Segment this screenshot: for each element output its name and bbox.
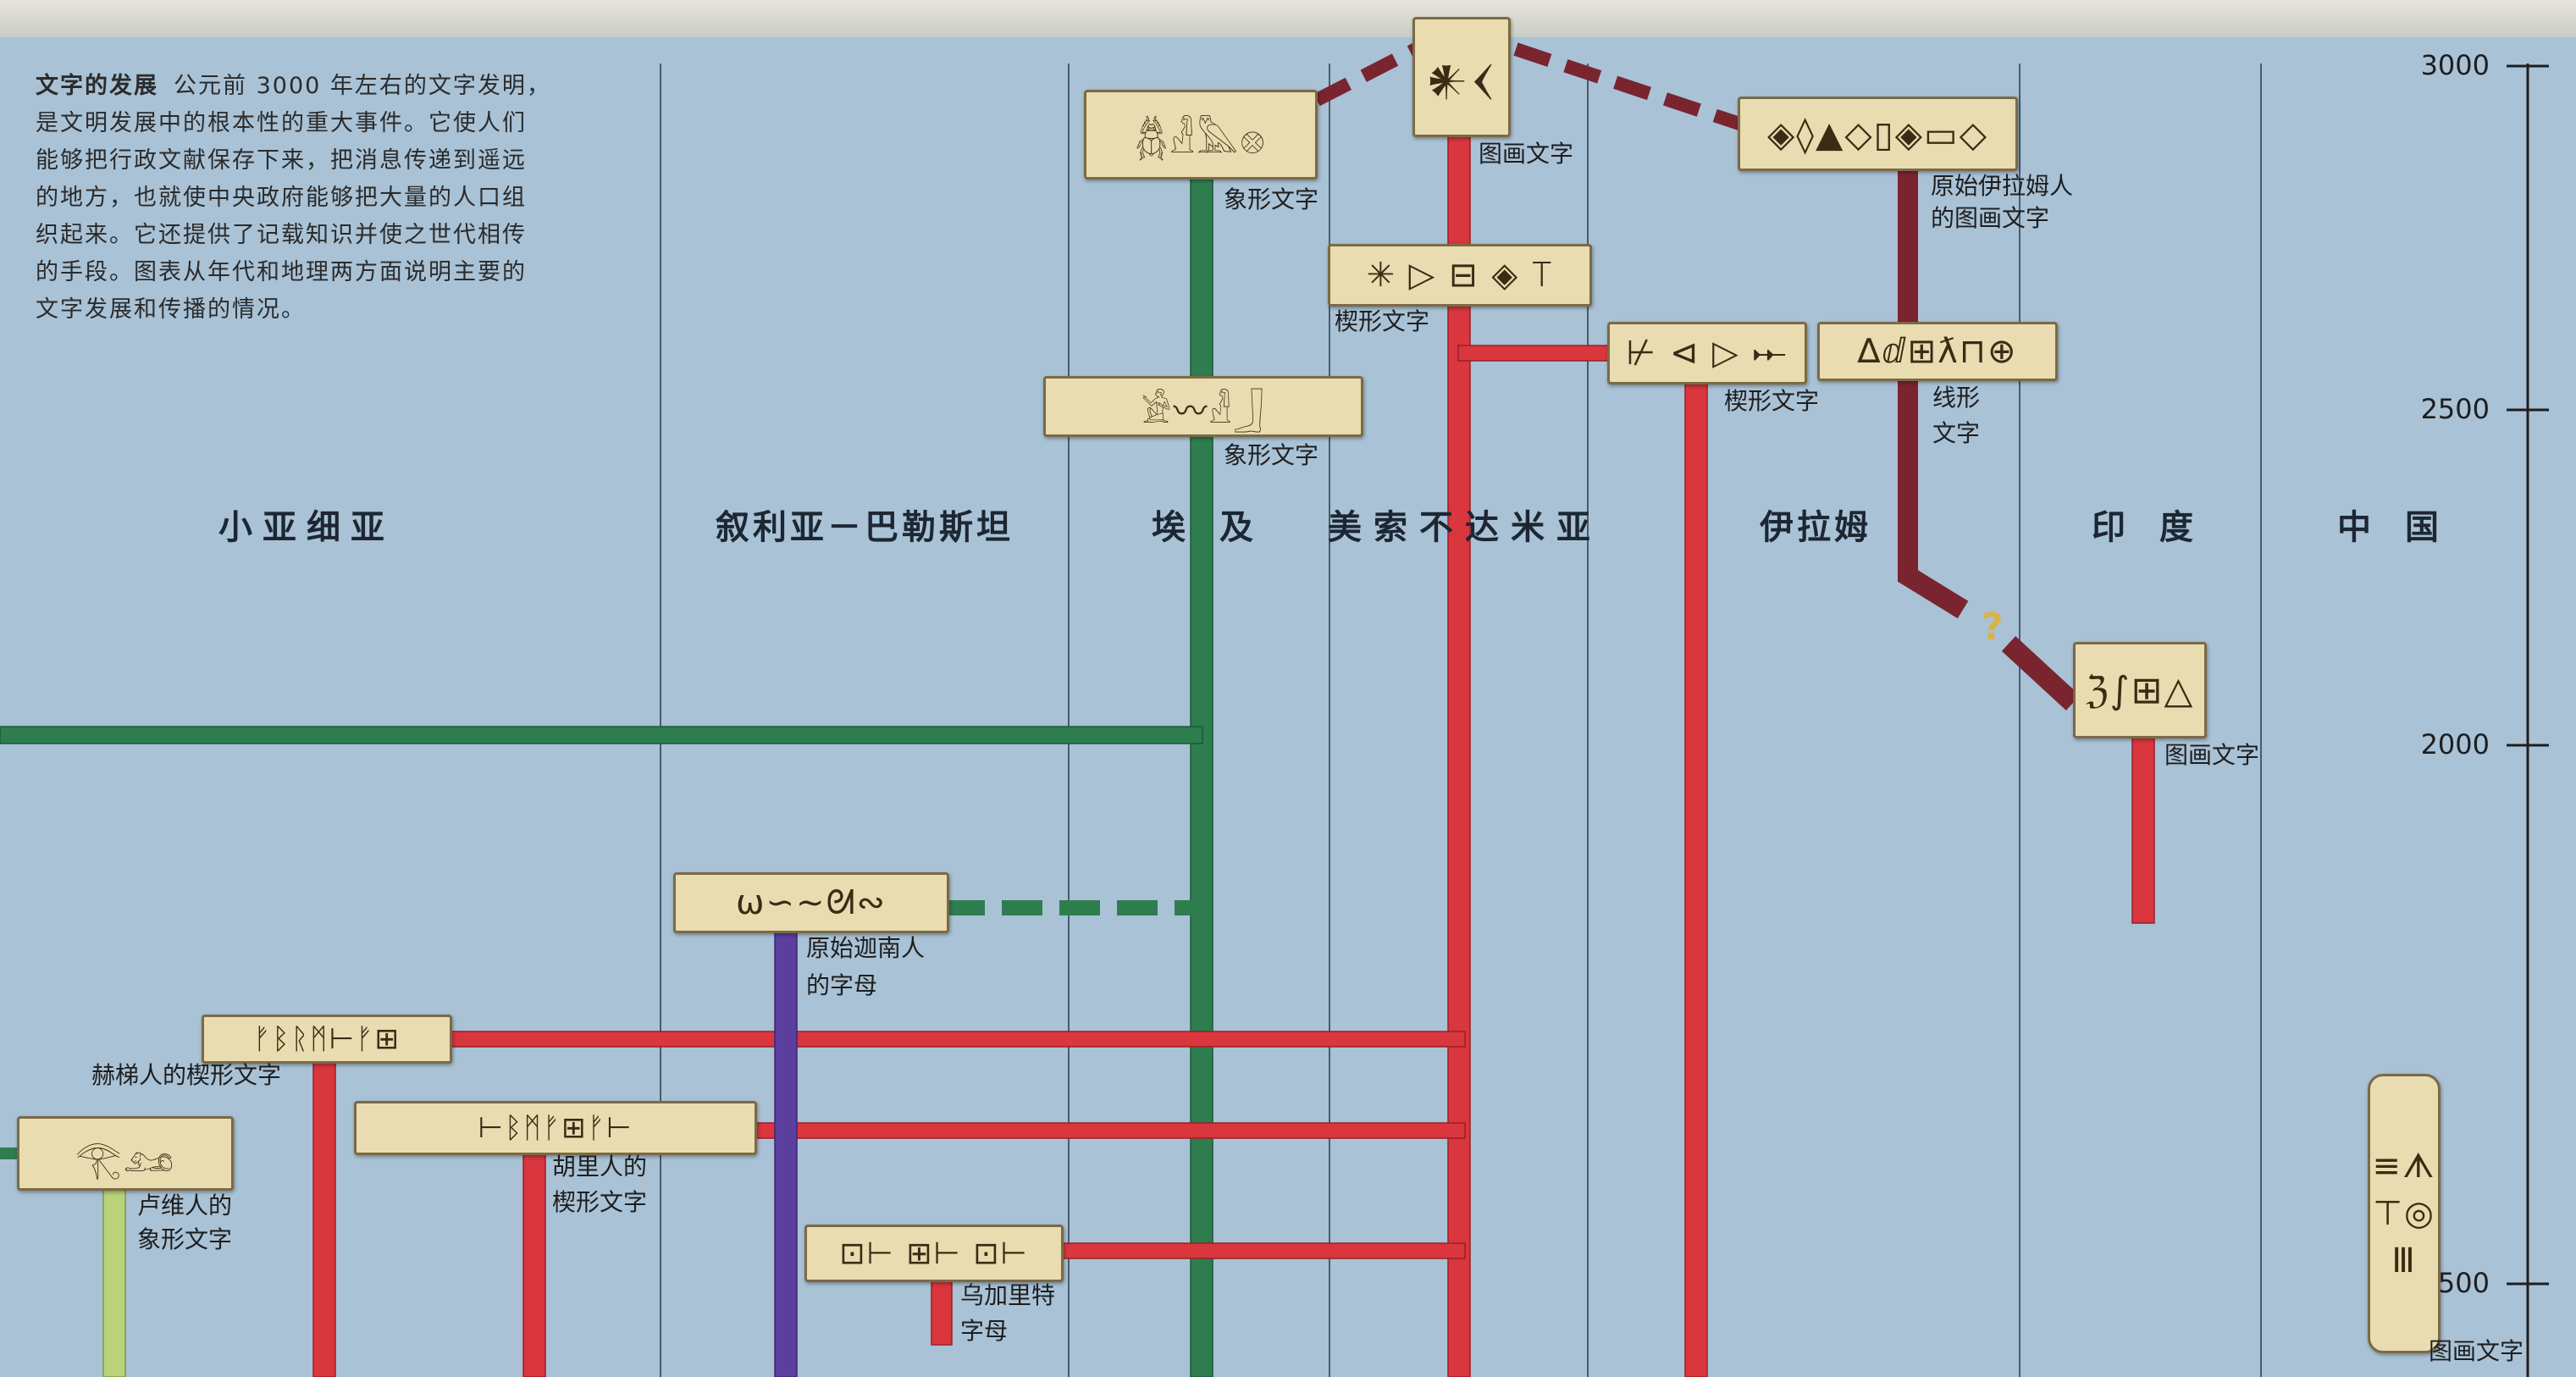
meso-branch-elam <box>1457 345 1628 362</box>
meso-branch-ugarit <box>1041 1242 1466 1259</box>
label-egypt-pictographic-2: 象形文字 <box>1224 441 1319 469</box>
top-band <box>0 0 2576 37</box>
label-egypt-pictographic: 象形文字 <box>1224 185 1319 213</box>
region-china: 中国 <box>2337 508 2473 547</box>
ugarit-line <box>931 1276 953 1346</box>
intro-line-4: 的地方，也就使中央政府能够把大量的人口组 <box>36 185 527 211</box>
tablet-india-picture: ℨ∫⊞△ <box>2073 642 2207 738</box>
intro-line-3: 能够把行政文献保存下来，把消息传递到遥远 <box>36 147 527 174</box>
canaanite-line <box>774 927 798 1377</box>
intro-line-6: 的手段。图表从年代和地理两方面说明主要的 <box>36 259 527 285</box>
intro-line-2: 是文明发展中的根本性的重大事件。它使人们 <box>36 110 527 136</box>
intro-line-5: 织起来。它还提供了记载知识并使之世代相传 <box>36 222 527 248</box>
dashed-egypt-meso <box>1313 42 1419 107</box>
tablet-proto-elamite: ◈◊▲◇▯◈▭◇ <box>1738 97 2018 171</box>
label-meso-picture: 图画文字 <box>1479 140 1574 168</box>
label-proto-elamite-2: 的图画文字 <box>1931 204 2050 232</box>
label-luwian-1: 卢维人的 <box>137 1192 233 1219</box>
tick-label-2000: 2000 <box>2420 728 2490 760</box>
tablet-egypt-pictographic: 𓆣𓁐𓅓𓊖 <box>1084 90 1318 180</box>
elam-cuneiform-line <box>1684 379 1708 1377</box>
egypt-line <box>1190 169 1213 1377</box>
label-luwian-2: 象形文字 <box>137 1225 233 1253</box>
tablet-meso-picture: 𒀭𒌋 <box>1412 17 1511 137</box>
question-mark: ? <box>1982 606 2004 649</box>
tick-label-3000: 3000 <box>2420 49 2490 81</box>
intro-line-1: 文字的发展公元前 3000 年左右的文字发明， <box>36 73 551 99</box>
intro-title: 文字的发展 <box>36 73 158 99</box>
luwian-line <box>102 1185 126 1377</box>
dashed-meso-elam <box>1513 42 1747 132</box>
label-ugarit-2: 字母 <box>960 1317 1009 1345</box>
tablet-ugarit-alphabet: ⊡⊢ ⊞⊢ ⊡⊢ <box>804 1225 1064 1282</box>
region-egypt: 埃及 <box>1152 508 1287 547</box>
tablet-hurrian-cuneiform: ⊢ᛒᛗᚠ⊞ᚠ⊢ <box>354 1101 757 1155</box>
intro-line-7: 文字发展和传播的情况。 <box>36 296 306 323</box>
label-hurrian-1: 胡里人的 <box>552 1153 648 1181</box>
tablet-hittite-cuneiform: ᚠᛒᚱᛗ⊢ᚠ⊞ <box>202 1015 452 1064</box>
meso-branch-hittite <box>423 1031 1466 1048</box>
tablet-linear-script: ∆ⅆ⊞ƛ⊓⊕ <box>1817 322 2058 381</box>
region-syria-palestine: 叙利亚－巴勒斯坦 <box>716 508 1014 547</box>
egypt-branch-west <box>0 726 1203 744</box>
label-elam-cuneiform: 楔形文字 <box>1724 387 1820 415</box>
hurrian-line <box>522 1149 546 1377</box>
region-asia-minor: 小亚细亚 <box>218 508 395 547</box>
label-china-picture: 图画文字 <box>2429 1337 2524 1365</box>
hittite-line <box>312 1058 336 1377</box>
luwian-stub <box>0 1148 20 1159</box>
meso-branch-hurrian <box>744 1122 1466 1139</box>
tablet-china-picture: ≡ᗑ⊤◎Ⅲ <box>2368 1074 2441 1353</box>
label-meso-cuneiform: 楔形文字 <box>1335 307 1430 335</box>
tablet-meso-cuneiform: ✳ ▷ ⊟ ◈ ⟙ <box>1328 244 1592 307</box>
linear-line <box>1898 165 1969 619</box>
label-canaanite-2: 的字母 <box>806 971 878 999</box>
label-linear-1: 线形 <box>1932 384 1981 412</box>
tick-label-2500: 2500 <box>2420 393 2490 425</box>
tablet-elam-cuneiform: ⊬ ⊲ ▷ 𐎀 <box>1607 322 1807 384</box>
region-india: 印度 <box>2092 508 2227 547</box>
tablet-egypt-pictographic-2: 𓀀〰𓁐𓃀 <box>1043 376 1363 437</box>
label-canaanite-1: 原始迦南人 <box>806 934 926 962</box>
mesopotamia-line <box>1447 135 1471 1377</box>
label-linear-2: 文字 <box>1932 419 1981 447</box>
tablet-luwian-hieroglyph: 𓂀𓃭 <box>17 1116 234 1191</box>
label-hittite: 赫梯人的楔形文字 <box>91 1061 282 1089</box>
label-hurrian-2: 楔形文字 <box>552 1188 648 1216</box>
intro-paragraph: 文字的发展公元前 3000 年左右的文字发明， 是文明发展中的根本性的重大事件。… <box>36 68 586 329</box>
linear-line-india <box>2001 636 2081 711</box>
region-mesopotamia: 美索不达米亚 <box>1328 508 1602 547</box>
tablet-proto-canaanite: ω∽∼ᘛ∾ <box>673 872 949 933</box>
label-ugarit-1: 乌加里特 <box>960 1281 1056 1309</box>
label-proto-elamite-1: 原始伊拉姆人 <box>1931 172 2074 200</box>
india-line <box>2131 736 2155 924</box>
label-india-picture: 图画文字 <box>2164 741 2260 769</box>
region-elam: 伊拉姆 <box>1760 508 1871 547</box>
